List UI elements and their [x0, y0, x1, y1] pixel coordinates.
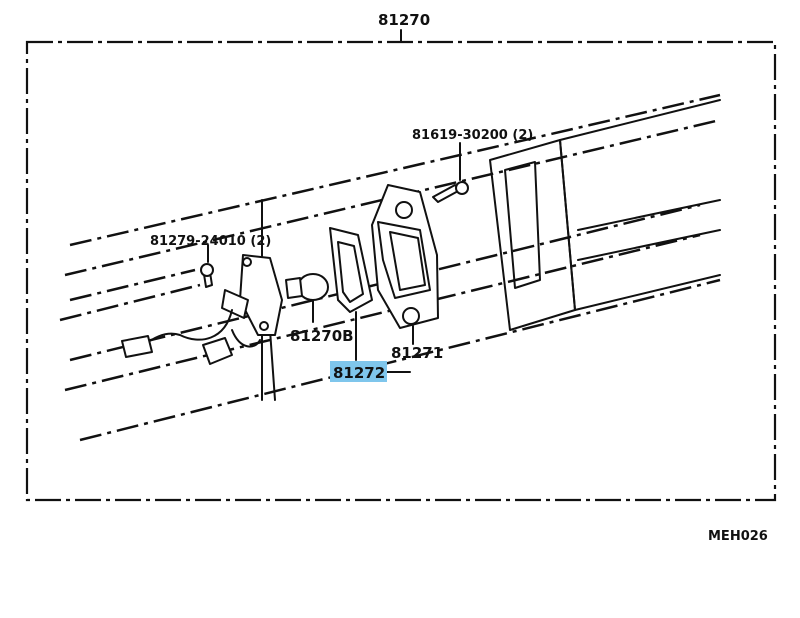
gasket-label[interactable]: 81272: [333, 364, 385, 382]
screw-left-part: [200, 244, 214, 288]
lens-label[interactable]: 81271: [391, 344, 443, 362]
screw-left-label[interactable]: 81279-24010 (2): [150, 234, 271, 249]
bulb-part: [285, 273, 329, 323]
diagram-code-label: MEH026: [708, 529, 768, 544]
socket-wire-part: [121, 254, 283, 365]
bulb-label[interactable]: 81270B: [290, 327, 354, 345]
assembly-frame: [25, 29, 777, 502]
screw-top-label[interactable]: 81619-30200 (2): [412, 128, 533, 143]
gasket-label-highlight: [330, 361, 387, 382]
assembly-label[interactable]: 81270: [378, 11, 430, 29]
screw-top-part: [432, 142, 469, 203]
gasket-part: [329, 227, 373, 361]
lens-part: [371, 184, 439, 345]
